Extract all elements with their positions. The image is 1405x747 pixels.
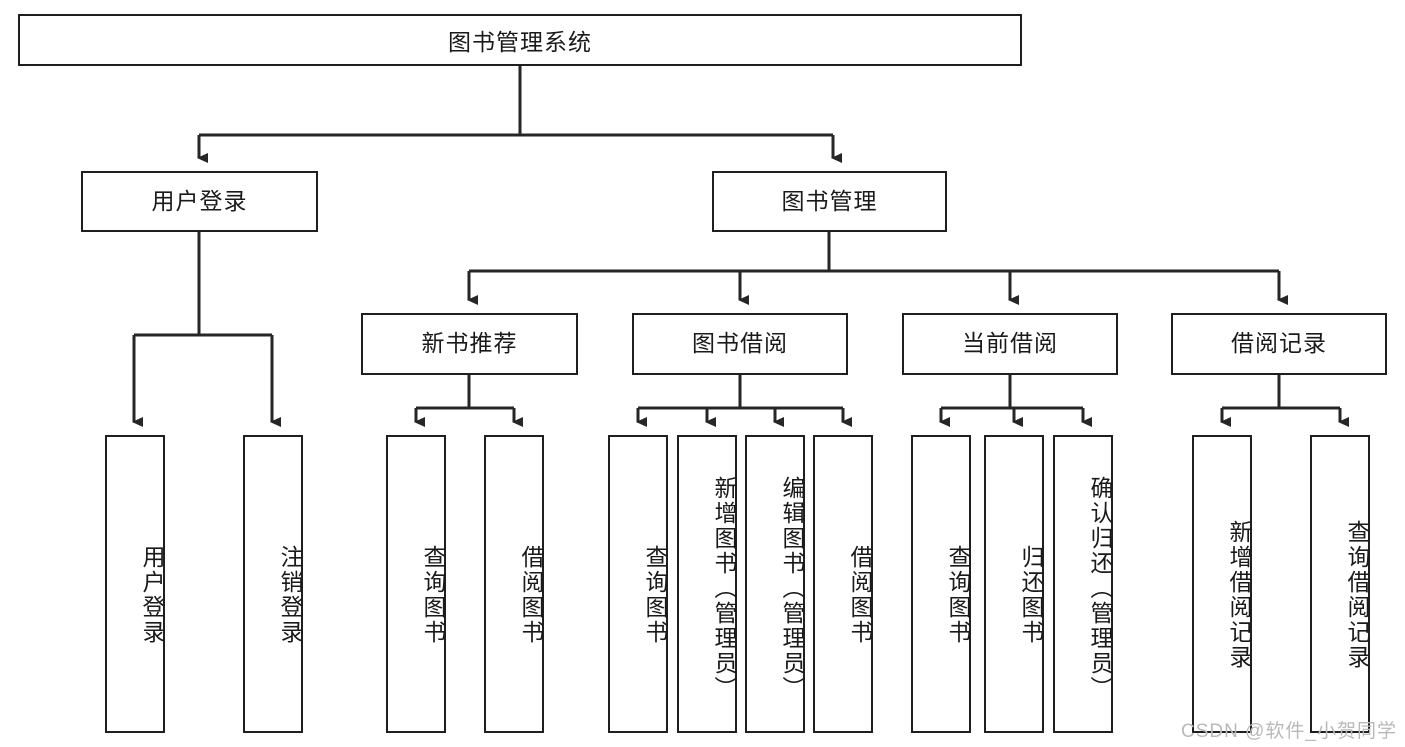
node-current-borrow[interactable]: 当前借阅 (902, 313, 1118, 375)
leaf-query-book-borrow[interactable]: 查询图书 (608, 435, 668, 733)
leaf-query-book-current[interactable]: 查询图书 (911, 435, 971, 733)
leaf-return-book[interactable]: 归还图书 (984, 435, 1044, 733)
leaf-logout[interactable]: 注销登录 (243, 435, 303, 733)
watermark: CSDN @软件_小贺同学 (1181, 721, 1397, 742)
leaf-query-book-newbook[interactable]: 查询图书 (386, 435, 446, 733)
leaf-user-login[interactable]: 用户登录 (105, 435, 165, 733)
leaf-borrow-book-newbook[interactable]: 借阅图书 (484, 435, 544, 733)
leaf-query-borrow-record[interactable]: 查询借阅记录 (1310, 435, 1370, 733)
node-user-login[interactable]: 用户登录 (81, 171, 318, 232)
node-root-system[interactable]: 图书管理系统 (18, 14, 1022, 66)
leaf-add-book-admin[interactable]: 新增图书（管理员） (677, 435, 737, 733)
leaf-edit-book-admin[interactable]: 编辑图书（管理员） (745, 435, 805, 733)
leaf-borrow-book-borrow[interactable]: 借阅图书 (813, 435, 873, 733)
node-borrow-record[interactable]: 借阅记录 (1171, 313, 1387, 375)
node-new-book-recommend[interactable]: 新书推荐 (361, 313, 578, 375)
node-book-management[interactable]: 图书管理 (712, 171, 947, 232)
leaf-add-borrow-record[interactable]: 新增借阅记录 (1192, 435, 1252, 733)
node-book-borrow[interactable]: 图书借阅 (632, 313, 848, 375)
leaf-confirm-return-admin[interactable]: 确认归还（管理员） (1053, 435, 1113, 733)
